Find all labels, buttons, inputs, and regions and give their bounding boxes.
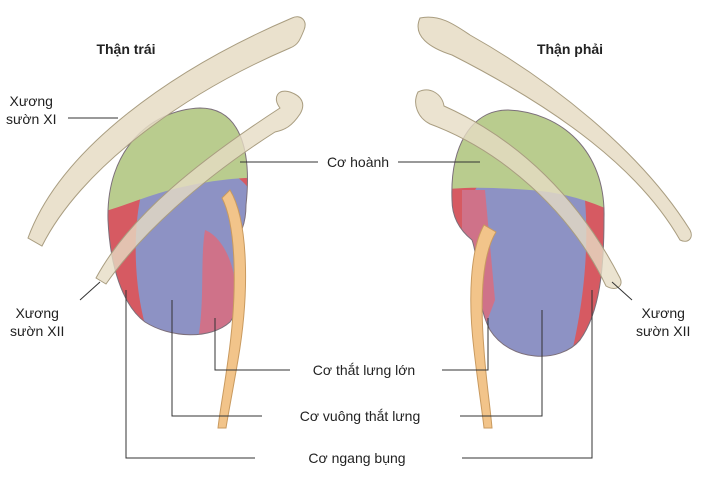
- right-rib-xi: [417, 16, 692, 242]
- rib-xii-right-label-line2: sườn XII: [636, 323, 691, 339]
- leader-quadratus-right: [460, 310, 543, 417]
- rib-xii-left-label-line1: Xương: [15, 305, 59, 321]
- leader-quadratus-left: [171, 300, 262, 417]
- leader-psoas-right: [442, 318, 489, 371]
- leader-lines: [68, 117, 633, 459]
- rib-xi-label-line2: sườn XI: [6, 111, 57, 127]
- diaphragm-label: Cơ hoành: [326, 154, 390, 170]
- rib-xii-right-label-line1: Xương: [641, 305, 685, 321]
- left-rib-xii: [95, 90, 304, 285]
- leader-rib-xii-right: [611, 281, 633, 301]
- rib-xii-left-label-line2: sườn XII: [10, 323, 65, 339]
- leader-transversus-right: [462, 290, 593, 459]
- leader-transversus-left: [125, 290, 255, 459]
- right-kidney-outline: [451, 109, 605, 357]
- left-kidney-title: Thận trái: [96, 41, 156, 57]
- leader-rib-xii-left: [79, 281, 101, 301]
- rib-xii-right-label: Xương sườn XII: [636, 304, 690, 340]
- right-ureter: [470, 224, 497, 429]
- rib-xii-left-label: Xương sườn XII: [10, 304, 64, 340]
- leader-psoas-left: [214, 318, 290, 371]
- left-psoas-region: [198, 230, 236, 335]
- rib-xi-label: Xương sườn XI: [6, 92, 56, 128]
- right-kidney-title: Thận phải: [536, 41, 604, 57]
- rib-xi-label-line1: Xương: [9, 93, 53, 109]
- left-ureter: [217, 189, 247, 429]
- left-rib-xi: [27, 16, 306, 247]
- psoas-major-label: Cơ thắt lưng lớn: [312, 362, 416, 378]
- quadratus-lumborum-label: Cơ vuông thắt lưng: [299, 408, 421, 424]
- transversus-abdominis-label: Cơ ngang bụng: [308, 450, 406, 466]
